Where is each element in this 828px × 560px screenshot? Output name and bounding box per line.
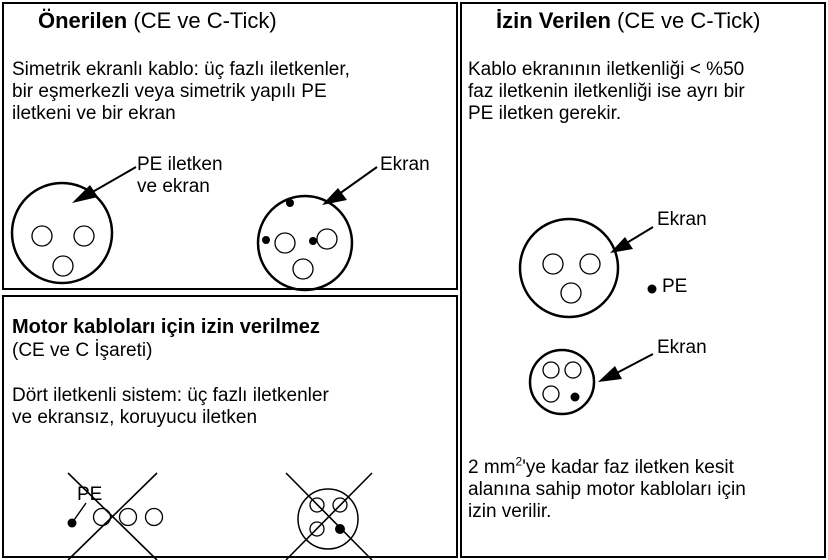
phase-conductor [316, 228, 338, 250]
allowed-label-pe: PE [662, 276, 688, 297]
allowed-label-screen-2: Ekran [657, 337, 707, 358]
not-allowed-panel: Motor kabloları için izin verilmez (CE v… [2, 295, 458, 560]
phase-conductor [73, 225, 95, 247]
shielded-cable-with-separate-pe-diagram [518, 217, 657, 319]
allowed-note-rest: alanına sahip motor kabloları için izin … [468, 479, 746, 522]
recommended-panel: Önerilen (CE ve C-Tick) Simetrik ekranlı… [2, 2, 458, 292]
cable-outer [297, 488, 359, 550]
allowed-title: İzin Verilen (CE ve C-Tick) [496, 8, 760, 34]
cable-shield-outer [528, 348, 596, 416]
pe-conductor-dot [335, 524, 345, 534]
cable-shield-outer [518, 217, 620, 319]
phase-conductor [144, 507, 164, 527]
cross-out-icon [67, 472, 158, 560]
pointer-arrowhead [610, 237, 633, 253]
recommended-label-pe-screen: PE iletken ve ekran [137, 154, 223, 197]
pointer-arrowhead [598, 366, 622, 382]
phase-conductor [52, 255, 74, 277]
phase-conductor [542, 361, 560, 379]
pe-conductor-dot [309, 237, 317, 245]
pe-conductor-dot [286, 199, 294, 207]
pe-conductor-dot [570, 392, 580, 402]
recommended-title-bold: Önerilen [38, 8, 128, 33]
recommended-title: Önerilen (CE ve C-Tick) [38, 8, 277, 34]
recommended-description: Simetrik ekranlı kablo: üç fazlı iletken… [12, 59, 350, 124]
allowed-label-screen-1: Ekran [657, 209, 707, 230]
pointer-arrowhead [322, 188, 347, 205]
cross-out-icon [285, 472, 373, 560]
allowed-note-sup: 2 [515, 454, 523, 469]
allowed-note-pre: 2 mm [468, 457, 516, 478]
phase-conductor [309, 521, 325, 537]
phase-conductor [292, 258, 314, 280]
separate-pe-conductor-dot [647, 284, 657, 294]
allowed-title-bold: İzin Verilen [496, 8, 611, 33]
pe-conductor-dot [262, 236, 270, 244]
phase-conductor [542, 253, 564, 275]
phase-conductor [31, 225, 53, 247]
allowed-note-post: 'ye kadar faz iletken kesit [522, 457, 734, 478]
not-allowed-title: Motor kabloları için izin verilmez [12, 316, 320, 338]
not-allowed-subtitle: (CE ve C İşareti) [12, 340, 153, 361]
phase-conductor [542, 385, 560, 403]
allowed-cable-diagrams [518, 217, 657, 416]
allowed-panel: İzin Verilen (CE ve C-Tick) Kablo ekranı… [460, 2, 826, 558]
phase-conductor [309, 497, 325, 513]
unshielded-cable-diagram [285, 472, 373, 560]
phase-conductor [118, 507, 138, 527]
allowed-note-line-1: 2 mm2'ye kadar faz iletken kesit [468, 454, 734, 479]
not-allowed-description: Dört iletkenli sistem: üç fazlı iletkenl… [12, 385, 329, 428]
symmetric-shielded-cable-diagram-1 [10, 166, 137, 285]
pointer-arrowhead [72, 185, 98, 203]
phase-conductor [332, 497, 348, 513]
allowed-description: Kablo ekranının iletkenliği < %50 faz il… [468, 59, 745, 124]
not-allowed-cable-diagrams [67, 472, 373, 560]
phase-conductor [564, 361, 582, 379]
recommended-title-rest: (CE ve C-Tick) [127, 8, 277, 33]
phase-conductor [274, 232, 296, 254]
phase-conductor [579, 253, 601, 275]
pe-pointer-line [71, 502, 87, 524]
small-shielded-cable-diagram [528, 348, 654, 416]
cable-shield-outer [256, 194, 354, 292]
four-conductor-cable-diagram [67, 472, 164, 560]
cable-shield-outer [10, 181, 114, 285]
phase-conductor [92, 507, 112, 527]
allowed-title-rest: (CE ve C-Tick) [610, 8, 761, 33]
symmetric-shielded-cable-diagram-2 [256, 166, 378, 292]
recommended-label-screen: Ekran [380, 154, 430, 175]
phase-conductor [560, 282, 582, 304]
recommended-cable-diagrams [10, 166, 378, 292]
